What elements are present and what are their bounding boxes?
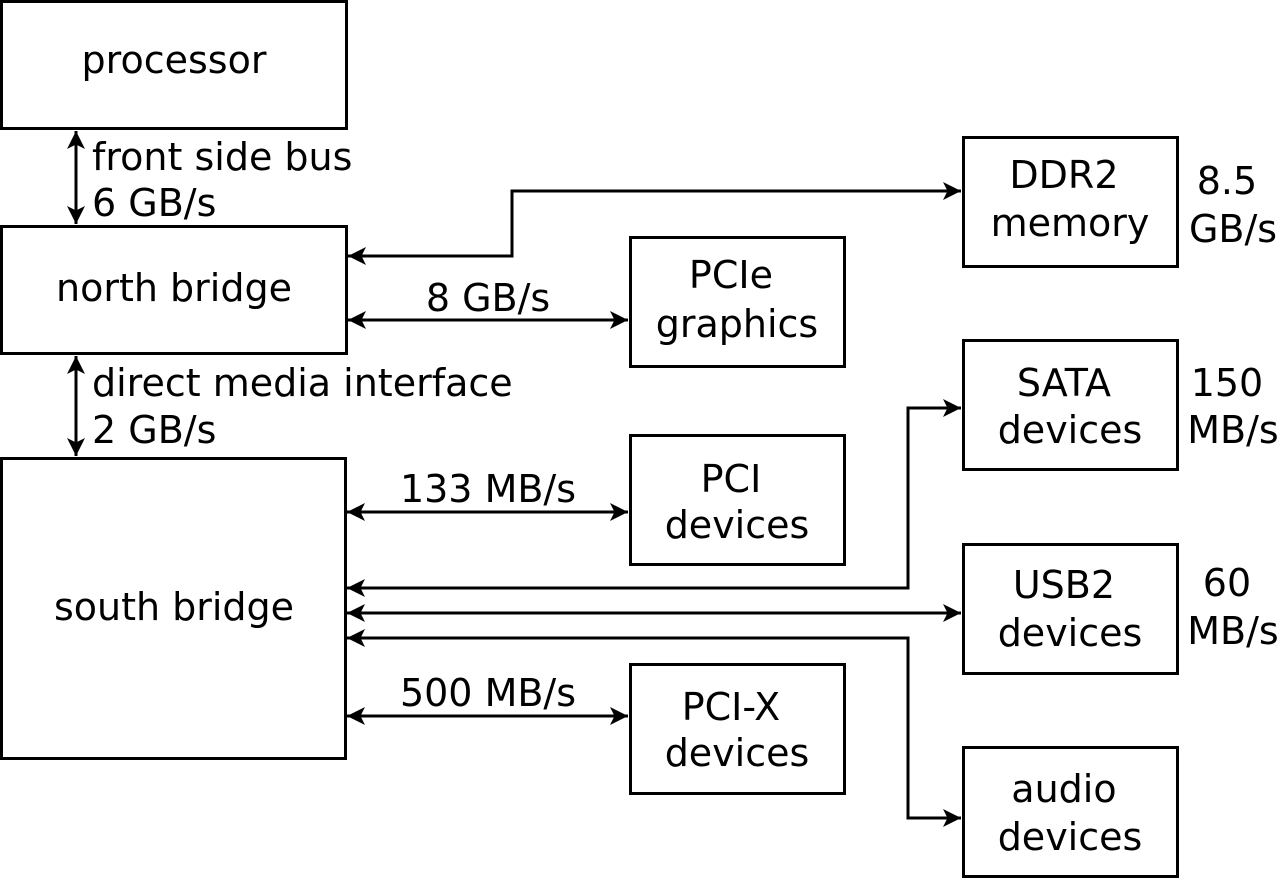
pcix-devices-label: PCI-X devices xyxy=(665,685,810,775)
north-bridge-label: north bridge xyxy=(56,266,292,310)
ddr2-arrow xyxy=(348,182,961,265)
ddr2-bandwidth-label: 8.5 GB/s xyxy=(1189,159,1277,251)
north-bridge-box xyxy=(0,225,348,355)
south-bridge-label: south bridge xyxy=(54,585,294,629)
dmi-label: direct media interface 2 GB/s xyxy=(92,361,525,452)
pci-devices-label: PCI devices xyxy=(665,457,810,547)
audio-devices-label: audio devices xyxy=(998,767,1143,859)
fsb-label: front side bus 6 GB/s xyxy=(92,135,365,225)
ddr2-memory-box xyxy=(962,136,1179,268)
processor-label: processor xyxy=(82,38,267,82)
processor-box xyxy=(0,0,348,130)
usb2-devices-label: USB2 devices xyxy=(998,563,1143,655)
pcie-bandwidth-label: 8 GB/s xyxy=(426,276,550,320)
audio-devices-box xyxy=(962,746,1179,878)
usb2-bandwidth-label: 60 MB/s xyxy=(1187,561,1277,653)
sata-devices-box xyxy=(962,339,1179,471)
usb2-devices-box xyxy=(962,543,1179,675)
sata-arrow xyxy=(347,399,961,597)
sata-devices-label: SATA devices xyxy=(998,361,1143,452)
pci-bandwidth-label: 133 MB/s xyxy=(400,467,576,511)
ddr2-memory-label: DDR2 memory xyxy=(991,153,1150,245)
south-bridge-box xyxy=(0,457,347,760)
sata-bandwidth-label: 150 MB/s xyxy=(1187,361,1277,452)
pcix-bandwidth-label: 500 MB/s xyxy=(400,671,576,715)
pcie-graphics-label: PCIe graphics xyxy=(656,253,818,346)
audio-arrow xyxy=(347,629,961,827)
